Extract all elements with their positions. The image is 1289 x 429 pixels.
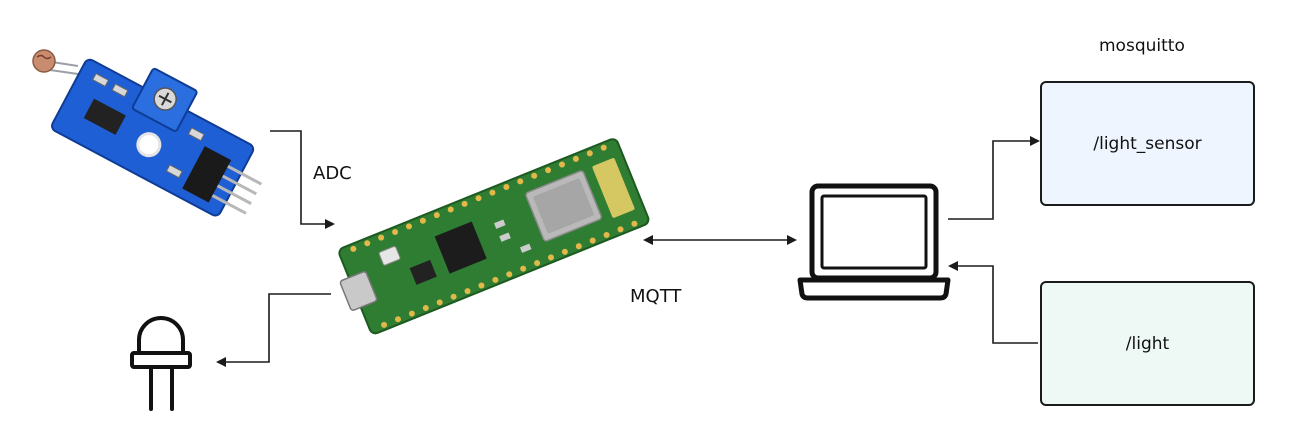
- broker-label: mosquitto: [1099, 36, 1185, 56]
- subscribe-light-arrow: [948, 261, 1038, 344]
- light-sensor-topic-label: /light_sensor: [1093, 133, 1202, 154]
- pico-w-board-icon: [338, 138, 650, 335]
- light-sensor-topic-box: /light_sensor: [1040, 81, 1255, 206]
- adc-label: ADC: [313, 163, 352, 184]
- publish-sensor-arrow: [948, 136, 1040, 220]
- led-icon: [130, 316, 192, 411]
- adc-arrow: [270, 130, 335, 229]
- light-topic-label: /light: [1125, 333, 1170, 354]
- mqtt-label: MQTT: [630, 286, 682, 307]
- light-topic-box: /light: [1040, 281, 1255, 406]
- ldr-sensor-module-icon: [32, 49, 263, 217]
- laptop-icon: [797, 183, 951, 301]
- led-output-arrow: [216, 293, 331, 367]
